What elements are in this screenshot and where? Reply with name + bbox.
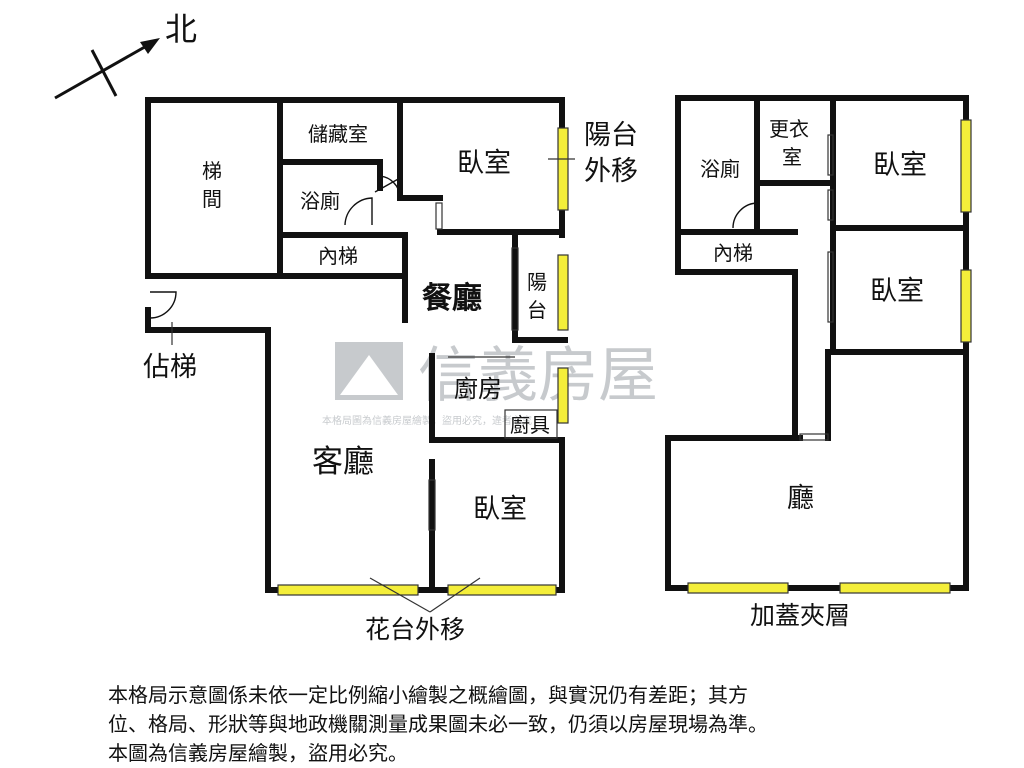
window [557,254,569,331]
floor1-leaders [171,158,575,613]
sliding-door [428,479,436,531]
watermark: 信義房屋 本格局圖為信義房屋繪製，盜用必究，違者必究 [322,341,658,427]
mezz-bedroom-mid-label: 臥室 [870,276,924,307]
wall [277,232,408,323]
kitchen-cabinet [504,409,558,439]
occupied-stair-label: 佔梯 [143,352,197,383]
north-label: 北 [165,10,197,48]
wall [512,235,568,343]
wall [145,307,271,593]
compass-arrow-head [140,38,160,54]
floor1-labels: 梯 間 儲藏室 浴廁 內梯 臥室 陽台 外移 餐廳 陽 台 廚房 廚具 客廳 臥… [143,120,638,644]
mezzanine-windows [687,119,972,594]
door [374,175,401,199]
door [149,291,177,319]
wall [665,349,969,591]
sliding-door [799,433,829,441]
sliding-door [827,189,834,221]
floor1-doors [149,175,519,531]
window [447,584,557,596]
hall-label: 廳 [787,483,814,514]
bedroom-top-label: 臥室 [457,148,511,179]
watermark-note: 本格局圖為信義房屋繪製，盜用必究，違者必究 [322,414,532,427]
disclaimer-line-2: 位、格局、形狀等與地政機關測量成果圖未必一致，仍須以房屋現場為準。 [108,712,768,736]
storage-label: 儲藏室 [308,122,368,146]
window [557,127,569,211]
window [960,269,972,343]
leader-line [369,577,431,613]
door [732,202,759,229]
living-label: 客廳 [312,444,374,480]
window [277,584,419,596]
closet-label-2: 室 [782,145,802,169]
floor1-windows [277,127,569,596]
sliding-door [435,202,443,230]
balcony-label-1: 陽 [527,270,547,294]
kitchen-cabinet-label: 廚具 [510,413,550,437]
window [687,582,789,594]
door [344,197,373,226]
bath-label: 浴廁 [300,189,340,213]
dining-label: 餐廳 [422,281,482,316]
compass: 北 [54,10,197,100]
sliding-door [511,247,519,331]
closet-label-1: 更衣 [769,117,809,141]
mezz-bath-label: 浴廁 [700,157,740,181]
sliding-door [827,134,834,176]
leader-line [429,577,481,613]
mezzanine-labels: 浴廁 更衣 室 臥室 臥室 內梯 廳 加蓋夾層 [700,117,927,630]
mezz-inner-stair-label: 內梯 [713,241,753,265]
stair-label-2: 間 [202,187,222,211]
mezzanine-caption: 加蓋夾層 [750,601,850,630]
balcony-label-2: 台 [527,298,547,322]
bedroom-bottom-label: 臥室 [473,494,527,525]
planter-moved-label: 花台外移 [365,615,465,644]
window [557,367,569,424]
sliding-door [827,251,834,323]
mezzanine-doors [732,134,834,441]
watermark-brand: 信義房屋 [418,341,658,411]
disclaimer-line-3: 本圖為信義房屋繪製，盜用必究。 [108,741,408,765]
wall [675,95,969,355]
balcony-moved-label-1: 陽台 [584,120,638,151]
window [960,119,972,213]
balcony-moved-label-2: 外移 [584,156,638,187]
inner-stair-label: 內梯 [318,244,358,268]
watermark-logo-roof [340,355,398,395]
stair-label-1: 梯 [202,159,222,183]
compass-cross [90,49,118,97]
disclaimer: 本格局示意圖係未依一定比例縮小繪製之概繪圖，與實況仍有差距；其方 位、格局、形狀… [108,681,928,768]
window [839,582,951,594]
mezz-bedroom-top-label: 臥室 [873,150,927,181]
wall [675,230,798,441]
kitchen-label: 廚房 [454,375,502,403]
disclaimer-line-1: 本格局示意圖係未依一定比例縮小繪製之概繪圖，與實況仍有差距；其方 [108,683,748,707]
